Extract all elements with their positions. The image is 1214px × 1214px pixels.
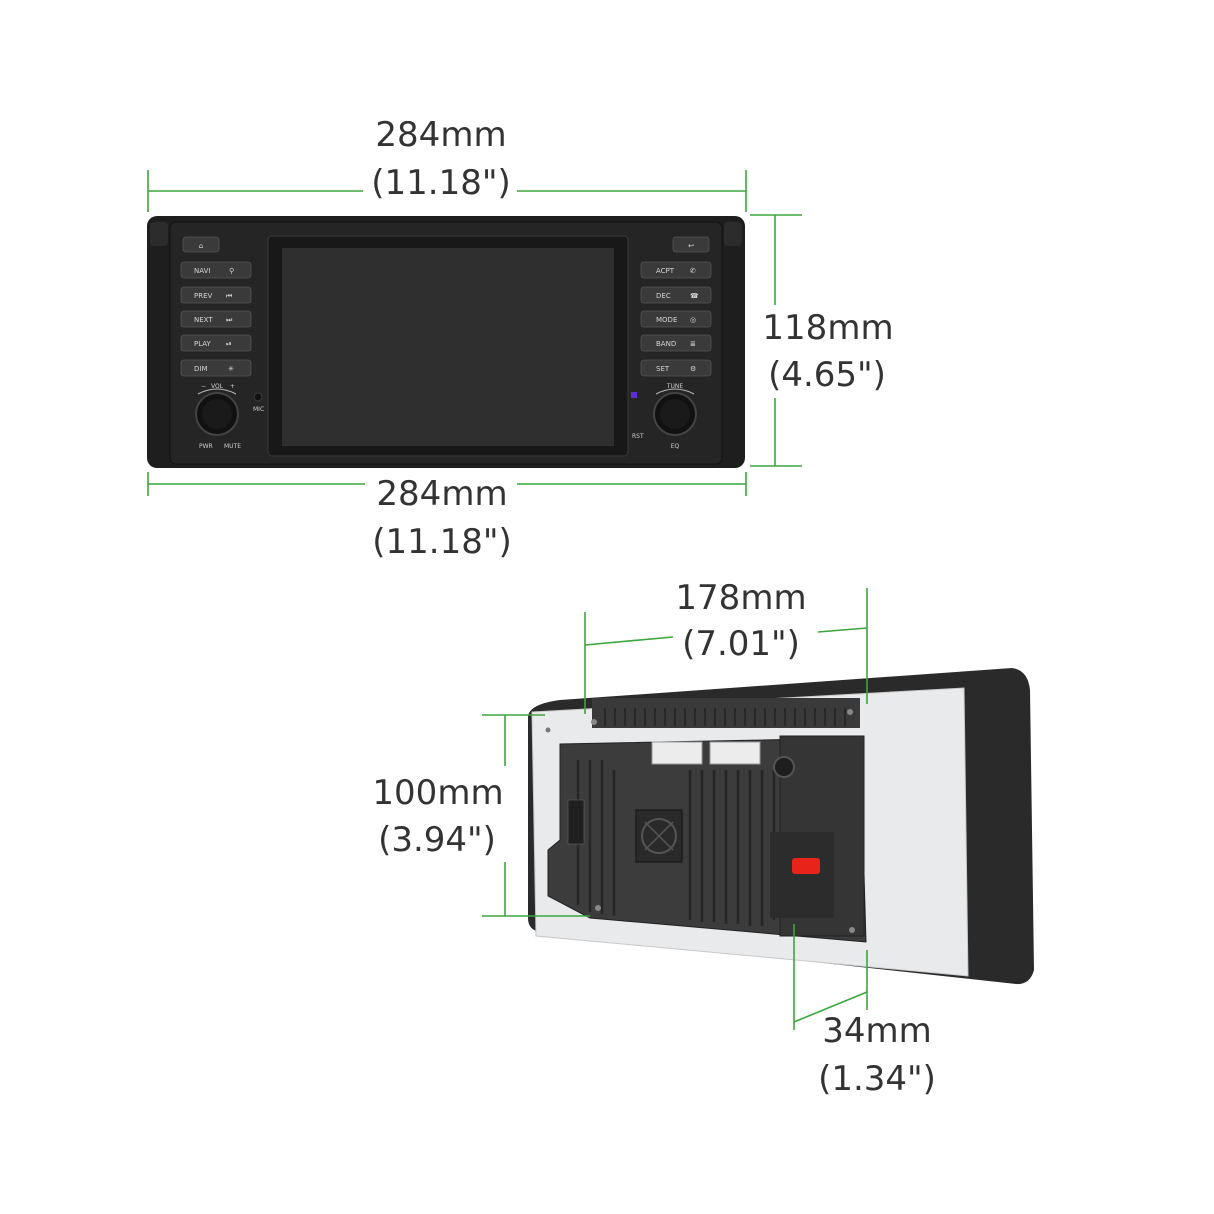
top-vent [592, 698, 860, 728]
mode-icon: ◎ [690, 316, 696, 324]
play-button[interactable] [180, 334, 252, 352]
prev-label: PREV [194, 292, 213, 300]
vent-slots [604, 708, 846, 726]
mute-label: MUTE [224, 443, 241, 450]
rear-depth-inch: (1.34") [818, 1059, 936, 1099]
band-button[interactable] [640, 334, 712, 352]
screw-icon [849, 927, 855, 933]
left-mount-tab [150, 222, 168, 246]
heatsink-fins [576, 760, 776, 926]
indicator-led [631, 392, 637, 398]
fuse-panel [770, 832, 834, 918]
front-height-dimension: 118mm (4.65") [750, 214, 894, 467]
screw-icon [545, 727, 551, 733]
home-button[interactable] [182, 236, 220, 253]
rst-label: RST [632, 433, 644, 440]
band-label: BAND [656, 340, 676, 348]
dec-label: DEC [656, 292, 671, 300]
screen[interactable] [282, 248, 614, 446]
pwr-label: PWR [199, 443, 213, 450]
tune-label: TUNE [666, 383, 684, 390]
mode-button[interactable] [640, 310, 712, 328]
antenna-socket [773, 756, 795, 778]
connector-left [651, 741, 703, 765]
front-width-bottom-inch: (11.18") [372, 522, 512, 562]
band-icon: ≣ [690, 340, 696, 348]
front-height-inch: (4.65") [768, 355, 886, 395]
navi-button[interactable] [180, 261, 252, 279]
front-width-top-mm: 284mm [375, 115, 506, 155]
phone-accept-icon: ✆ [690, 267, 696, 275]
acpt-button[interactable] [640, 261, 712, 279]
front-width-bottom-dimension: 284mm (11.18") [147, 472, 747, 562]
rear-width-inch: (7.01") [682, 624, 800, 664]
mode-label: MODE [656, 316, 677, 324]
left-button-column: NAVI ⚲ PREV ⏮ NEXT ⏭ PLAY ⏯ DIM ✳ [180, 261, 252, 377]
tune-knob-cap [660, 399, 690, 429]
acpt-label: ACPT [656, 267, 675, 275]
screw-icon [591, 719, 597, 725]
vol-minus-icon: − [201, 383, 206, 390]
dec-button[interactable] [640, 286, 712, 304]
tune-arc-icon [655, 388, 695, 395]
eq-label: EQ [671, 443, 680, 450]
rear-depth-mm: 34mm [822, 1011, 932, 1051]
play-pause-icon: ⏯ [226, 340, 232, 348]
front-width-top-dimension: 284mm (11.18") [147, 115, 747, 212]
vol-label: VOL [211, 383, 224, 390]
settings-icon: ⚙ [690, 365, 696, 373]
rear-view [528, 668, 1034, 985]
rear-width-mm: 178mm [675, 578, 806, 618]
back-icon: ↩ [688, 242, 694, 250]
front-width-bottom-mm: 284mm [376, 474, 507, 514]
rear-width-dimension: 178mm (7.01") [584, 578, 868, 714]
rear-height-inch: (3.94") [378, 820, 496, 860]
volume-knob-cap [202, 399, 232, 429]
screw-icon [847, 709, 853, 715]
next-button[interactable] [180, 310, 252, 328]
location-icon: ⚲ [229, 267, 234, 275]
front-width-top-inch: (11.18") [371, 163, 511, 203]
set-label: SET [656, 365, 670, 373]
back-button[interactable] [672, 236, 710, 253]
front-view: ⌂ ↩ NAVI ⚲ PREV ⏮ NEXT ⏭ PLAY ⏯ DIM ✳ AC… [147, 216, 745, 468]
home-icon: ⌂ [199, 242, 203, 250]
play-label: PLAY [194, 340, 212, 348]
rear-height-mm: 100mm [372, 773, 503, 813]
navi-label: NAVI [194, 267, 210, 275]
skip-back-icon: ⏮ [226, 292, 232, 300]
front-height-mm: 118mm [762, 308, 893, 348]
skip-forward-icon: ⏭ [226, 316, 233, 324]
connector-right [709, 741, 761, 765]
set-button[interactable] [640, 359, 712, 377]
rear-height-dimension: 100mm (3.94") [372, 714, 590, 917]
prev-button[interactable] [180, 286, 252, 304]
mic-label: MIC [253, 406, 264, 413]
rear-depth-dimension: 34mm (1.34") [793, 924, 936, 1099]
dim-button[interactable] [180, 359, 252, 377]
mic-hole [253, 392, 263, 402]
side-pin-header [567, 799, 585, 845]
screw-icon [595, 905, 601, 911]
right-button-column: ACPT ✆ DEC ☎ MODE ◎ BAND ≣ SET ⚙ [640, 261, 712, 377]
phone-decline-icon: ☎ [690, 292, 699, 300]
fuse [792, 858, 820, 874]
vol-plus-icon: + [230, 383, 235, 390]
vol-arc-icon [197, 388, 237, 395]
next-label: NEXT [194, 316, 213, 324]
right-mount-tab [724, 222, 742, 246]
fan-icon [641, 818, 677, 854]
brightness-icon: ✳ [228, 365, 234, 373]
dim-label: DIM [194, 365, 208, 373]
